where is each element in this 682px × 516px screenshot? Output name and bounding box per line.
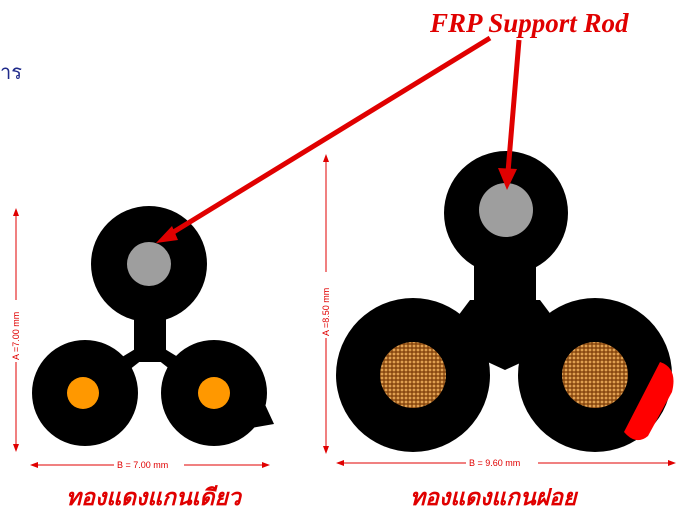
- right-cable: [336, 151, 674, 452]
- left-dim-a-bottom-arrow: [13, 444, 19, 452]
- right-dim-b-gap: [466, 457, 538, 469]
- right-rip-cord-marker: [624, 362, 674, 441]
- right-dim-b-left-arrow: [336, 460, 344, 466]
- frp-support-rod-label: FRP Support Rod: [430, 8, 629, 38]
- left-dim-a-top-arrow: [13, 208, 19, 216]
- left-frp-rod: [127, 242, 171, 286]
- right-dim-a-label: A =8.50 mm: [321, 288, 331, 336]
- partial-heading-text: าร: [0, 62, 22, 84]
- left-dim-a-gap: [10, 300, 22, 362]
- right-stranded-copper-left: [380, 342, 446, 408]
- right-dim-b-right-arrow: [668, 460, 676, 466]
- right-stranded-copper-right: [562, 342, 628, 408]
- right-dim-a-top-arrow: [323, 154, 329, 162]
- right-dimensions: A =8.50 mm B = 9.60 mm: [320, 154, 676, 469]
- left-dim-b-gap: [114, 459, 184, 471]
- right-dim-b-label: B = 9.60 mm: [469, 458, 520, 468]
- left-solid-copper-left: [67, 377, 99, 409]
- left-dim-b-right-arrow: [262, 462, 270, 468]
- right-frp-rod: [479, 183, 533, 237]
- left-tear-notch: [240, 398, 274, 430]
- single-core-copper-caption: ทองแดงแกนเดียว: [66, 485, 241, 510]
- right-dim-a-gap: [320, 272, 332, 338]
- left-solid-copper-right: [198, 377, 230, 409]
- left-dim-a-label: A =7.00 mm: [11, 312, 21, 360]
- left-dim-b-label: B = 7.00 mm: [117, 460, 168, 470]
- left-dim-b-left-arrow: [30, 462, 38, 468]
- right-dim-a-bottom-arrow: [323, 446, 329, 454]
- arrowhead-right: [498, 168, 517, 190]
- left-cable: [32, 206, 274, 446]
- arrowhead-left: [156, 226, 178, 243]
- stranded-copper-caption: ทองแดงแกนฝอย: [410, 485, 577, 510]
- arrow-to-right-rod: [505, 39, 522, 173]
- left-dimensions: A =7.00 mm B = 7.00 mm: [10, 208, 270, 471]
- arrow-to-left-rod: [165, 35, 492, 239]
- frp-arrows: [156, 35, 522, 243]
